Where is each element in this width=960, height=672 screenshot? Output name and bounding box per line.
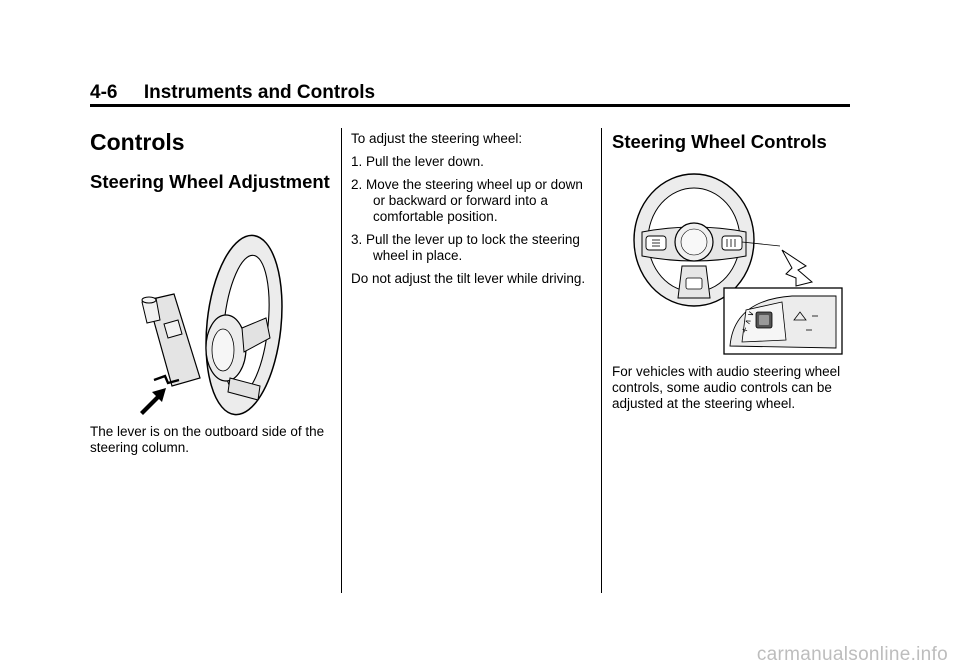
middle-column: To adjust the steering wheel: 1. Pull th… bbox=[351, 131, 586, 287]
page-header: 4-6 Instruments and Controls bbox=[90, 82, 850, 107]
right-column: Steering Wheel Controls bbox=[612, 128, 852, 153]
lever-caption: The lever is on the outboard side of the… bbox=[90, 424, 325, 455]
column-divider-right bbox=[601, 128, 602, 593]
left-column: Controls Steering Wheel Adjustment bbox=[90, 128, 330, 193]
adjust-steps-list: 1. Pull the lever down. 2. Move the stee… bbox=[351, 154, 586, 264]
adjust-intro: To adjust the steering wheel: bbox=[351, 131, 523, 146]
watermark: carmanualsonline.info bbox=[756, 644, 948, 665]
header-rule bbox=[90, 104, 850, 107]
adjust-step: 1. Pull the lever down. bbox=[351, 154, 484, 169]
tilt-lever-warning: Do not adjust the tilt lever while drivi… bbox=[351, 271, 586, 286]
adjust-step: 2. Move the steering wheel up or down or… bbox=[351, 177, 583, 224]
controls-caption: For vehicles with audio steering wheel c… bbox=[612, 364, 841, 411]
section-title-controls: Controls bbox=[90, 129, 185, 155]
adjust-step: 3. Pull the lever up to lock the steerin… bbox=[351, 232, 580, 263]
page-header-title: 4-6 Instruments and Controls bbox=[90, 82, 376, 103]
section-title-steering-controls: Steering Wheel Controls bbox=[612, 131, 827, 152]
subsection-title-adjustment: Steering Wheel Adjustment bbox=[90, 171, 330, 192]
steering-wheel-adjustment-illustration bbox=[140, 234, 283, 416]
column-divider-left bbox=[341, 128, 342, 593]
steering-wheel-controls-illustration: + ∧ ∨ bbox=[633, 173, 843, 355]
